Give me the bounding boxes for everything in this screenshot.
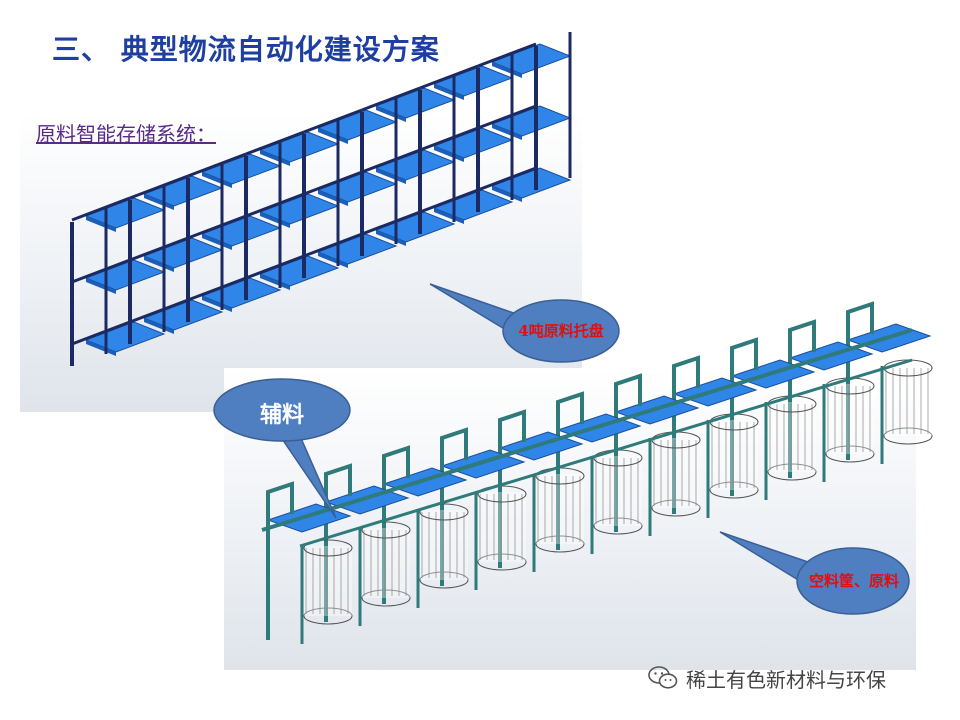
wechat-icon bbox=[648, 665, 678, 691]
page-title: 三、 典型物流自动化建设方案 bbox=[52, 33, 440, 66]
watermark: 稀土有色新材料与环保 bbox=[648, 664, 886, 692]
conveyor-line bbox=[261, 301, 933, 644]
callout-auxiliary-label: 辅料 bbox=[259, 402, 304, 428]
callout-empty-bins-bubble bbox=[719, 531, 910, 615]
callout-empty-bins-label: 空料筐、原料 bbox=[808, 572, 899, 590]
callout-auxiliary-bubble bbox=[213, 378, 351, 519]
watermark-text: 稀土有色新材料与环保 bbox=[686, 667, 886, 692]
storage-rack bbox=[70, 32, 572, 366]
section-subtitle: 原料智能存储系统： bbox=[36, 122, 216, 146]
callout-pallet-bubble bbox=[429, 283, 620, 363]
callout-pallet-label: 4吨原料托盘 bbox=[518, 322, 604, 340]
